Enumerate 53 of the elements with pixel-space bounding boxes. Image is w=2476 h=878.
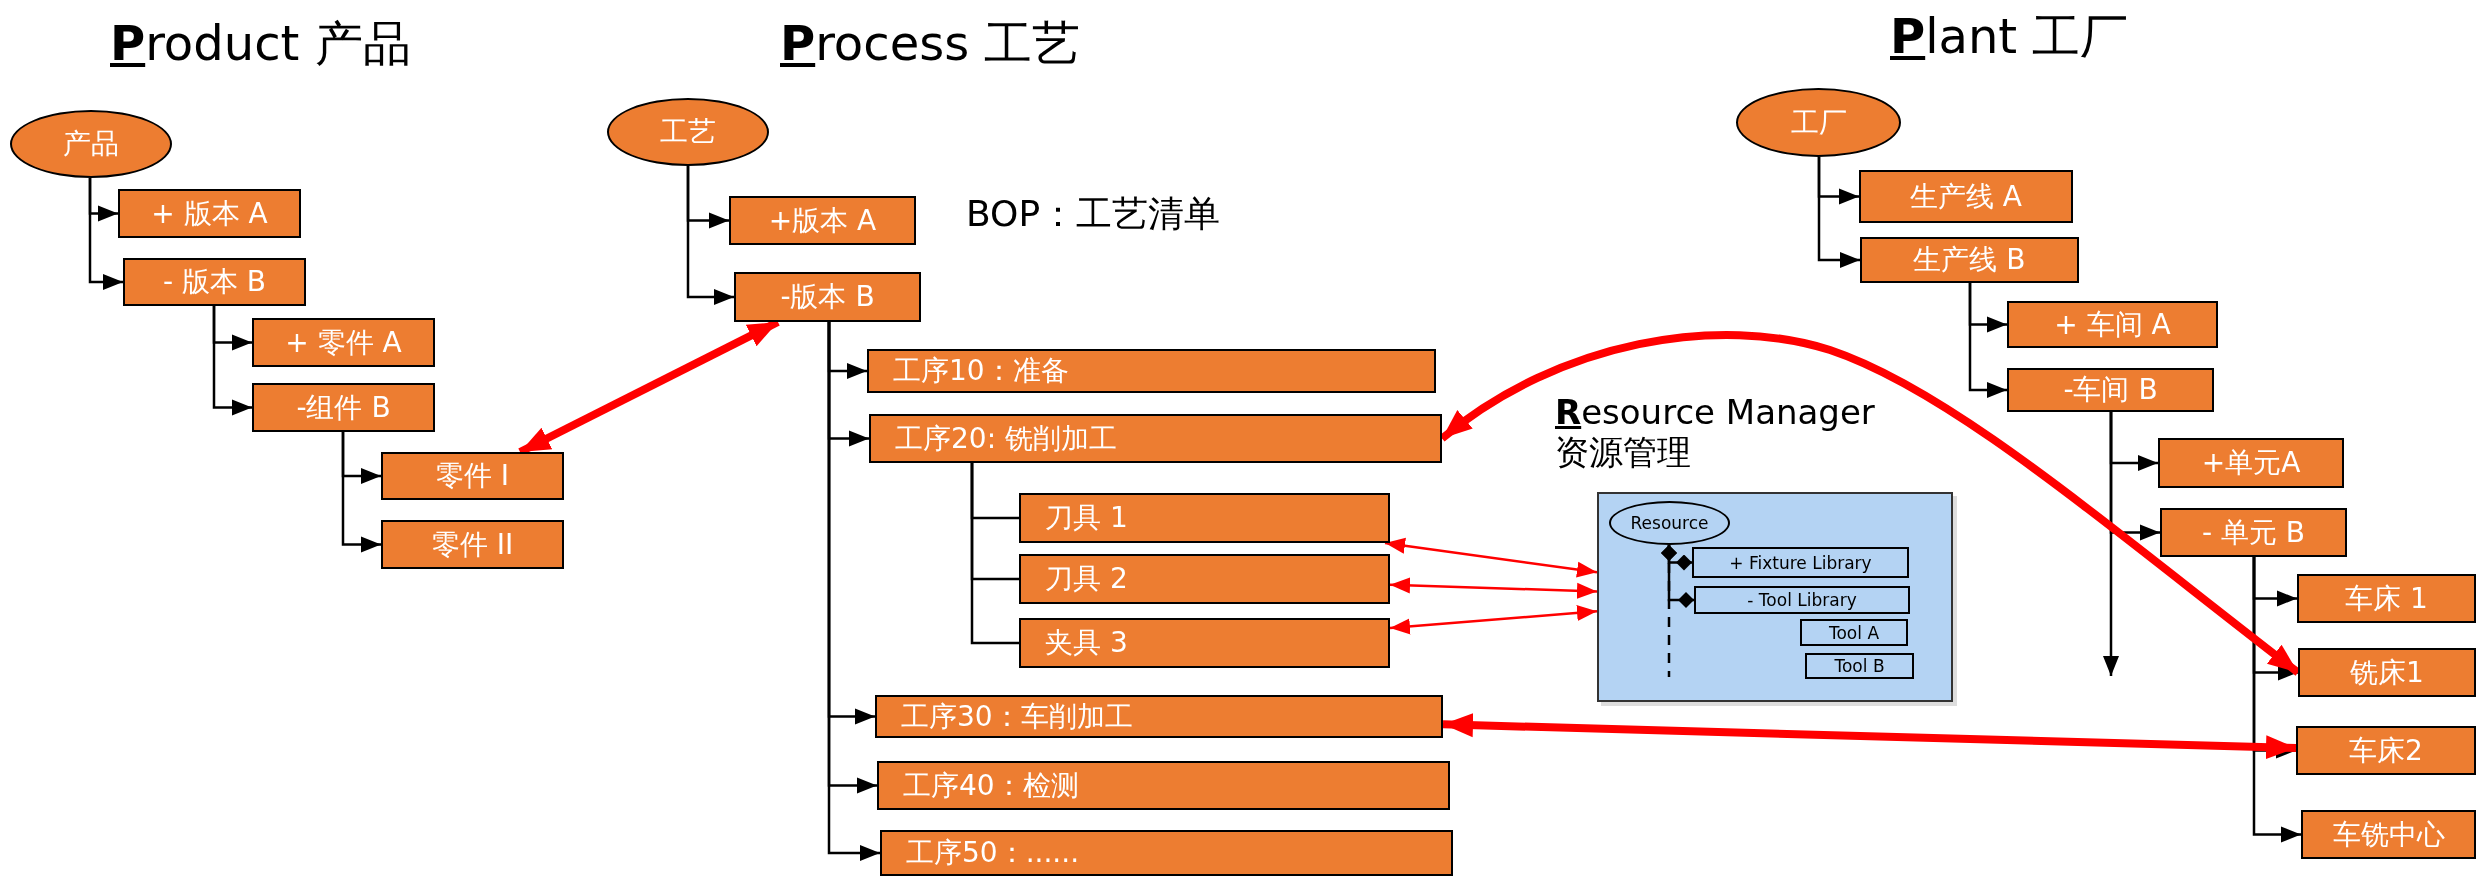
arrow xyxy=(2103,412,2119,676)
double-arrow xyxy=(1442,713,2297,760)
arrow xyxy=(88,178,123,290)
root-ellipse: 产品 xyxy=(10,110,172,178)
tree-box: + 版本 A xyxy=(118,189,301,238)
tree-box: +单元A xyxy=(2158,438,2344,488)
tree-box: + 车间 A xyxy=(2007,301,2218,348)
library-box: - Tool Library xyxy=(1694,586,1910,614)
tree-box: 工序30：车削加工 xyxy=(875,695,1443,738)
double-arrow xyxy=(1389,605,1598,635)
arrow xyxy=(1968,283,2007,398)
library-box: + Fixture Library xyxy=(1692,547,1909,578)
arrow xyxy=(212,306,252,416)
arrow xyxy=(341,432,381,553)
root-ellipse: 工艺 xyxy=(607,98,769,166)
tree-box: 夹具 3 xyxy=(1019,618,1390,668)
tree-box: +版本 A xyxy=(729,196,916,245)
tree-box: - 单元 B xyxy=(2160,508,2347,557)
arrow xyxy=(1817,157,1860,268)
section-heading: Plant 工厂 xyxy=(1890,7,2129,66)
tree-box: 零件 I xyxy=(381,452,564,500)
tree-box: -车间 B xyxy=(2007,368,2214,412)
root-ellipse: 工厂 xyxy=(1736,88,1901,157)
tree-box: - 版本 B xyxy=(123,258,306,306)
tree-box: 工序40：检测 xyxy=(877,761,1450,810)
annotation-text: BOP：工艺清单 xyxy=(966,192,1221,236)
tree-box: 刀具 1 xyxy=(1019,493,1390,543)
tree-box: -版本 B xyxy=(734,272,921,322)
library-box: Tool B xyxy=(1805,653,1914,679)
arrow xyxy=(827,322,880,861)
tree-box: 铣床1 xyxy=(2298,648,2476,697)
arrow xyxy=(2252,557,2301,843)
connector-line xyxy=(970,463,1019,645)
diamond-connector xyxy=(1661,545,1694,608)
double-arrow xyxy=(1384,537,1598,578)
library-box: Tool A xyxy=(1800,619,1908,646)
tree-box: 工序20: 铣削加工 xyxy=(869,414,1442,463)
panel-heading: Resource Manager 资源管理 xyxy=(1555,392,1876,472)
section-heading: Process 工艺 xyxy=(780,14,1081,73)
arrow xyxy=(686,166,734,305)
tree-box: 工序10：准备 xyxy=(867,349,1436,393)
tree-box: 生产线 B xyxy=(1860,237,2079,283)
tree-box: 零件 II xyxy=(381,520,564,569)
section-heading: Product 产品 xyxy=(110,14,411,73)
tree-box: 车床 1 xyxy=(2297,574,2476,623)
tree-box: 刀具 2 xyxy=(1019,554,1390,604)
tree-box: 生产线 A xyxy=(1859,170,2073,223)
tree-box: 车床2 xyxy=(2296,726,2476,775)
tree-box: 车铣中心 xyxy=(2301,810,2476,859)
tree-box: -组件 B xyxy=(252,383,435,432)
double-arrow xyxy=(1389,577,1598,599)
tree-box: + 零件 A xyxy=(252,318,435,367)
tree-box: 工序50：...... xyxy=(880,830,1453,876)
